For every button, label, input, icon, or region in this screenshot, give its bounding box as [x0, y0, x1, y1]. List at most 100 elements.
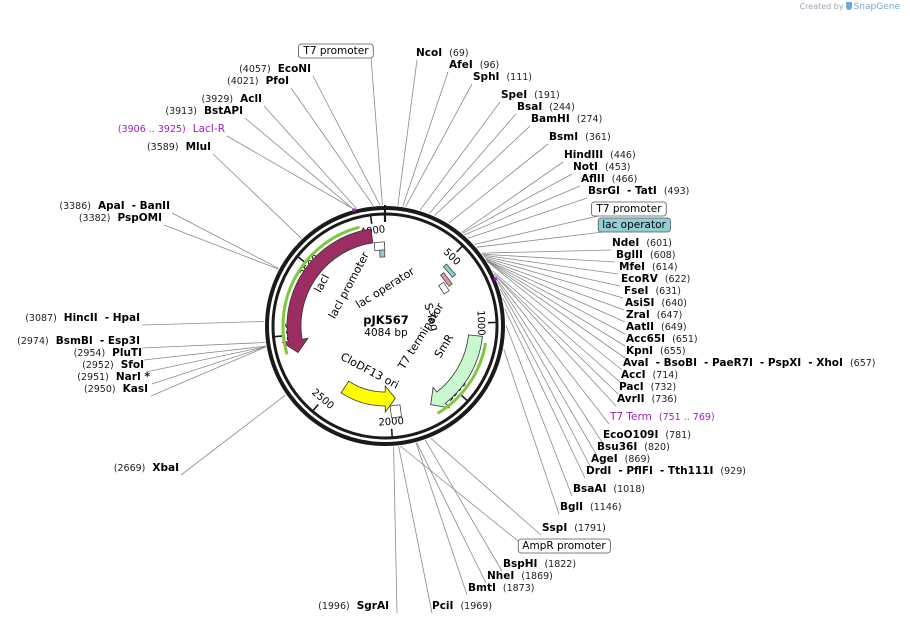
label-mfei[interactable]: MfeI(614): [619, 261, 678, 273]
site-position: (244): [549, 102, 575, 113]
label-box: [298, 43, 374, 59]
label-fsei[interactable]: FseI(631): [624, 285, 681, 297]
label-t7-promoter-right[interactable]: T7 promoter: [591, 201, 667, 217]
site-name: HindIII: [564, 149, 603, 161]
label-bsu36i[interactable]: Bsu36I(820): [597, 441, 670, 453]
label-kasi[interactable]: (2950)KasI: [84, 383, 148, 395]
label-bsaai[interactable]: BsaAI(1018): [573, 483, 645, 495]
site-position: (1146): [590, 502, 622, 513]
label-ndei[interactable]: NdeI(601): [612, 237, 672, 249]
label-afei[interactable]: AfeI(96): [449, 59, 499, 71]
label-text: (3087)HincII- HpaI: [25, 312, 140, 324]
label-bamhi[interactable]: BamHI(274): [531, 113, 602, 125]
site-name: KasI: [123, 383, 148, 395]
ampr-promoter-feature[interactable]: [389, 404, 402, 419]
label-bglii[interactable]: BglII(608): [616, 249, 675, 261]
label-bsai[interactable]: BsaI(244): [517, 101, 575, 113]
label-text: AvaI- BsoBI- PaeR7I- PspXI- XhoI(657): [623, 357, 875, 369]
label-nari[interactable]: (2951)NarI *: [77, 371, 150, 383]
label-ecoo109i[interactable]: EcoO109I(781): [603, 429, 691, 441]
label-bgli[interactable]: BglI(1146): [560, 501, 622, 513]
label-bsmbi[interactable]: (2974)BsmBI- Esp3I: [17, 335, 140, 347]
label-sspi[interactable]: SspI(1791): [542, 522, 606, 534]
label-acci[interactable]: AccI(714): [621, 369, 678, 381]
site-position: (2974): [17, 336, 49, 347]
site-name: NcoI: [416, 47, 442, 59]
site-name: - XhoI: [808, 357, 843, 369]
label-ecorv[interactable]: EcoRV(622): [621, 273, 690, 285]
clodf13-ori-arrow[interactable]: [340, 380, 396, 414]
label-pspomi[interactable]: (3382)PspOMI: [79, 212, 162, 224]
site-name: NarI *: [116, 371, 151, 383]
site-name: - Esp3I: [100, 335, 140, 347]
label-text: lac operator: [602, 219, 666, 231]
label-spei[interactable]: SpeI (191): [501, 89, 560, 101]
label-laci-r[interactable]: (3906 .. 3925)LacI-R: [118, 123, 225, 135]
label-mlui[interactable]: (3589)MluI: [147, 141, 211, 153]
site-name: BmtI: [468, 582, 496, 594]
label-acli[interactable]: (3929)AclI: [202, 93, 262, 105]
label-aflii[interactable]: AflII(466): [581, 173, 637, 185]
site-name: AvaI: [623, 357, 649, 369]
label-asisi[interactable]: AsiSI(640): [625, 297, 687, 309]
leader-line: [143, 345, 266, 361]
label-econi[interactable]: (4057)EcoNI: [239, 63, 311, 75]
label-acc65i[interactable]: Acc65I(651): [626, 333, 698, 345]
label-t7-term[interactable]: T7 Term(751 .. 769): [609, 411, 715, 423]
laci-promoter-feature[interactable]: [373, 241, 386, 251]
smr-arrow[interactable]: [430, 334, 483, 409]
laci-arrow[interactable]: [281, 228, 374, 354]
label-bsphi[interactable]: BspHI(1822): [503, 558, 576, 570]
label-avrii[interactable]: AvrII(736): [617, 393, 677, 405]
label-bstapi[interactable]: (3913)BstAPI: [165, 105, 243, 117]
laci-r-primer[interactable]: [352, 208, 357, 212]
label-pcii[interactable]: PciI(1969): [432, 600, 492, 612]
label-text: PciI(1969): [432, 600, 492, 612]
t7-term-primer[interactable]: [493, 276, 498, 282]
label-bmti[interactable]: BmtI(1873): [468, 582, 534, 594]
label-text: BsaI(244): [517, 101, 575, 113]
label-nhei[interactable]: NheI(1869): [487, 570, 553, 582]
s-tag-feature[interactable]: [440, 272, 453, 287]
label-bsmi[interactable]: BsmI(361): [549, 131, 611, 143]
label-apai[interactable]: (3386)ApaI- BanII: [59, 200, 170, 212]
label-text: (2669)XbaI: [114, 462, 179, 474]
label-zrai[interactable]: ZraI(647): [626, 309, 682, 321]
site-position: (732): [651, 382, 677, 393]
label-hindiii[interactable]: HindIII(446): [564, 149, 636, 161]
site-position: (1996): [318, 601, 350, 612]
label-avai[interactable]: AvaI- BsoBI- PaeR7I- PspXI- XhoI(657): [623, 357, 875, 369]
label-t7-promoter-top[interactable]: T7 promoter: [298, 43, 374, 59]
label-xbai[interactable]: (2669)XbaI: [114, 462, 179, 474]
label-sgrai[interactable]: (1996)SgrAI: [318, 600, 389, 612]
t7-terminator-feature[interactable]: [438, 281, 450, 295]
label-aatii[interactable]: AatII(649): [626, 321, 687, 333]
label-sfoi[interactable]: (2952)SfoI: [82, 359, 144, 371]
label-ncoi[interactable]: NcoI(69): [416, 47, 469, 59]
site-position: (1791): [574, 523, 606, 534]
label-noti[interactable]: NotI(453): [573, 161, 630, 173]
label-bsrgi[interactable]: BsrGI- TatI(493): [588, 185, 689, 197]
site-name: - BanII: [132, 200, 170, 212]
site-position: (191): [534, 90, 560, 101]
label-agei[interactable]: AgeI(869): [591, 453, 650, 465]
label-ampr-promoter[interactable]: AmpR promoter: [517, 538, 611, 554]
leader-line: [429, 113, 517, 214]
site-name: SphI: [473, 71, 499, 83]
leader-line: [486, 260, 626, 347]
label-drdi[interactable]: DrdI- PflFI- Tth111I(929): [586, 465, 746, 477]
label-sphi[interactable]: SphI(111): [473, 71, 532, 83]
label-pluti[interactable]: (2954)PluTI: [74, 347, 142, 359]
site-position: (614): [652, 262, 678, 273]
site-name: SpeI: [501, 89, 527, 101]
label-pfoi[interactable]: (4021)PfoI: [227, 75, 289, 87]
site-labels[interactable]: T7 promoter NcoI(69)AfeI(96)SphI(111) SpeI…: [17, 43, 875, 612]
site-name: NheI: [487, 570, 514, 582]
label-kpni[interactable]: KpnI(655): [626, 345, 686, 357]
leader-line: [483, 255, 621, 287]
lac-operator-feature-right[interactable]: [442, 263, 457, 278]
label-hincii[interactable]: (3087)HincII- HpaI: [25, 312, 140, 324]
label-lac-operator-right[interactable]: lac operator: [597, 217, 671, 233]
label-paci[interactable]: PacI(732): [619, 381, 676, 393]
